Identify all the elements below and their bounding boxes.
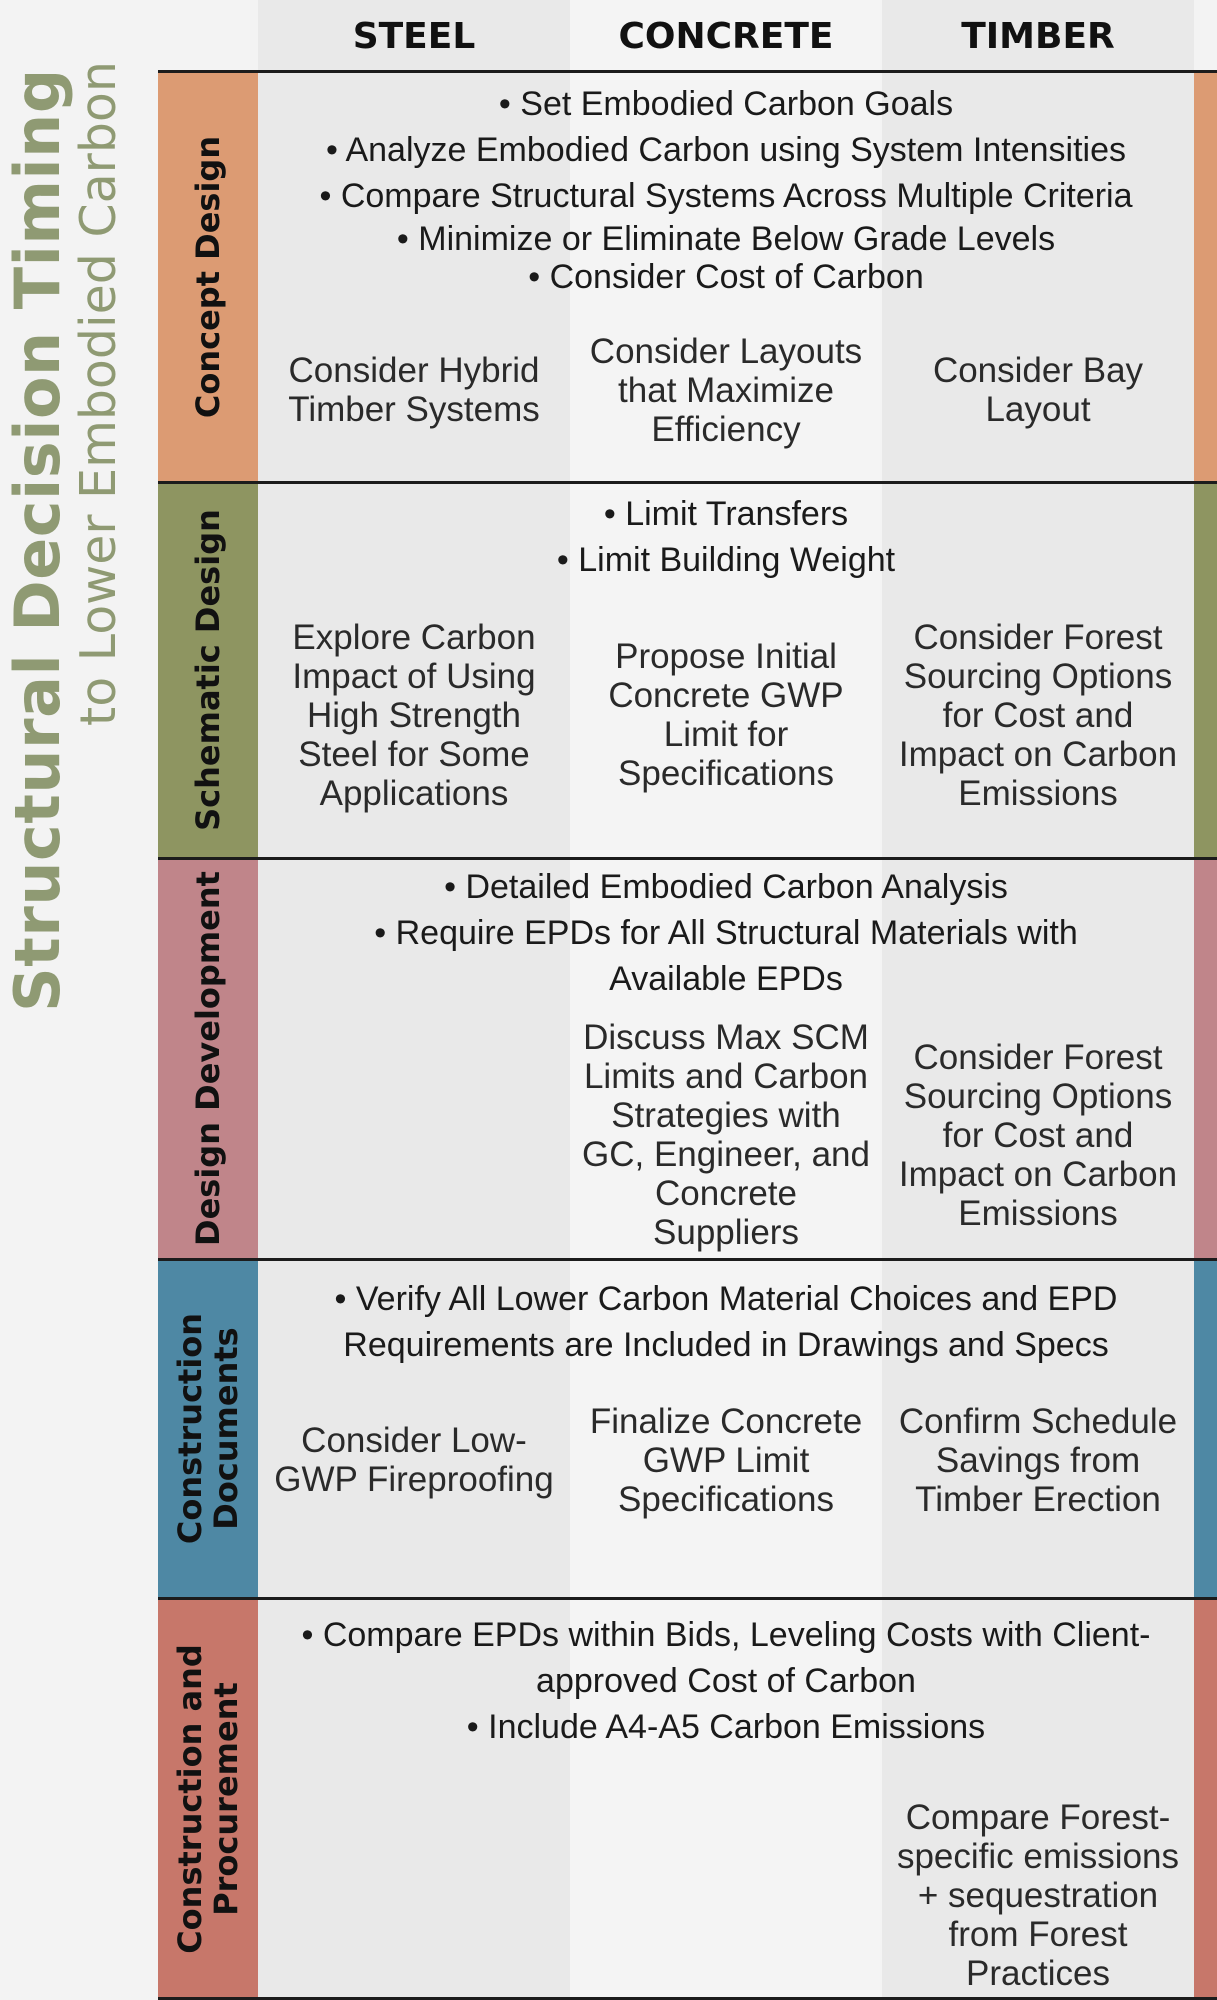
timber-column-background bbox=[882, 0, 1194, 2000]
cell-development-concrete: Discuss Max SCM Limits and Carbon Strate… bbox=[582, 1018, 870, 1252]
bullet-item: • Verify All Lower Carbon Material Choic… bbox=[334, 1280, 1118, 1318]
cell-documents-timber: Confirm Schedule Savings from Timber Ere… bbox=[898, 1401, 1178, 1519]
bottom-divider bbox=[158, 1997, 1217, 2000]
phase-label-construction-procurement-line1: Construction and bbox=[171, 1644, 209, 1954]
bullet-item: • Minimize or Eliminate Below Grade Leve… bbox=[396, 220, 1056, 258]
phase-divider bbox=[158, 1597, 1217, 1600]
bullet-item: • Include A4-A5 Carbon Emissions bbox=[466, 1708, 986, 1746]
right-bar-design-development bbox=[1194, 858, 1217, 1259]
bullet-item: • Require EPDs for All Structural Materi… bbox=[374, 914, 1078, 952]
column-header-steel: STEEL bbox=[352, 15, 476, 57]
bullet-item: Requirements are Included in Drawings an… bbox=[343, 1326, 1109, 1364]
phase-label-schematic-design: Schematic Design bbox=[189, 509, 227, 831]
header-divider bbox=[158, 70, 1217, 73]
cell-procurement-concrete bbox=[570, 1790, 882, 2000]
bullets-concept-design: • Set Embodied Carbon Goals • Analyze Em… bbox=[258, 81, 1194, 295]
bullets-schematic-design: • Limit Transfers • Limit Building Weigh… bbox=[258, 491, 1194, 583]
phase-label-construction-documents-line2: Documents bbox=[207, 1327, 245, 1530]
right-bar-construction-procurement bbox=[1194, 1598, 1217, 2000]
phase-label-design-development: Design Development bbox=[189, 871, 227, 1246]
cell-concept-timber: Consider Bay Layout bbox=[932, 351, 1144, 429]
phase-bar-construction-documents: Construction Documents bbox=[158, 1259, 258, 1598]
main-title: Structural Decision Timing bbox=[1, 68, 74, 1012]
bullet-item: • Compare EPDs within Bids, Leveling Cos… bbox=[301, 1616, 1151, 1654]
phase-bar-concept-design: Concept Design bbox=[158, 72, 258, 482]
bullet-item: • Compare Structural Systems Across Mult… bbox=[319, 177, 1133, 215]
concrete-column-background bbox=[570, 0, 882, 2000]
cell-schematic-steel: Explore Carbon Impact of Using High Stre… bbox=[292, 617, 536, 813]
right-bar-schematic-design bbox=[1194, 482, 1217, 858]
cell-procurement-steel bbox=[258, 1790, 570, 2000]
column-header-concrete: CONCRETE bbox=[618, 15, 834, 57]
cell-documents-concrete: Finalize Concrete GWP Limit Specificatio… bbox=[589, 1401, 863, 1519]
phase-bar-construction-procurement: Construction and Procurement bbox=[158, 1598, 258, 2000]
cell-development-timber: Consider Forest Sourcing Options for Cos… bbox=[898, 1037, 1178, 1233]
cell-procurement-timber: Compare Forest-specific emissions + sequ… bbox=[896, 1797, 1180, 1993]
right-bar-construction-documents bbox=[1194, 1259, 1217, 1598]
cell-schematic-concrete: Propose Initial Concrete GWP Limit for S… bbox=[608, 637, 844, 793]
cell-concept-concrete: Consider Layouts that Maximize Efficienc… bbox=[589, 331, 863, 449]
phase-label-construction-documents-line1: Construction bbox=[171, 1312, 209, 1545]
bullets-construction-procurement: • Compare EPDs within Bids, Leveling Cos… bbox=[258, 1612, 1194, 1750]
cell-concept-steel: Consider Hybrid Timber Systems bbox=[288, 351, 540, 429]
bullets-design-development: • Detailed Embodied Carbon Analysis • Re… bbox=[258, 864, 1194, 1002]
column-header-timber: TIMBER bbox=[961, 15, 1115, 57]
phase-bar-schematic-design: Schematic Design bbox=[158, 482, 258, 858]
bullet-item: • Analyze Embodied Carbon using System I… bbox=[326, 131, 1126, 169]
cell-schematic-timber: Consider Forest Sourcing Options for Cos… bbox=[898, 617, 1178, 813]
bullets-construction-documents: • Verify All Lower Carbon Material Choic… bbox=[258, 1276, 1194, 1368]
bullet-item: • Consider Cost of Carbon bbox=[528, 258, 924, 296]
phase-divider bbox=[158, 481, 1217, 484]
phase-bar-design-development: Design Development bbox=[158, 858, 258, 1259]
phase-label-construction-procurement-line2: Procurement bbox=[207, 1682, 245, 1916]
bullet-item: • Limit Building Weight bbox=[556, 541, 896, 579]
sub-title: to Lower Embodied Carbon bbox=[70, 61, 127, 726]
phase-divider bbox=[158, 857, 1217, 860]
bullet-item: approved Cost of Carbon bbox=[536, 1662, 916, 1700]
cell-development-steel bbox=[258, 1035, 570, 1235]
right-bar-concept-design bbox=[1194, 72, 1217, 482]
bullet-item: • Detailed Embodied Carbon Analysis bbox=[444, 868, 1008, 906]
bullet-item: • Limit Transfers bbox=[603, 495, 849, 533]
title-block: Structural Decision Timing to Lower Embo… bbox=[0, 61, 130, 1020]
phase-label-concept-design: Concept Design bbox=[189, 135, 227, 419]
steel-column-background bbox=[258, 0, 570, 2000]
phase-divider bbox=[158, 1258, 1217, 1261]
bullet-item: Available EPDs bbox=[609, 960, 843, 998]
bullet-item: • Set Embodied Carbon Goals bbox=[498, 85, 954, 123]
cell-documents-steel: Consider Low-GWP Fireproofing bbox=[274, 1421, 554, 1499]
